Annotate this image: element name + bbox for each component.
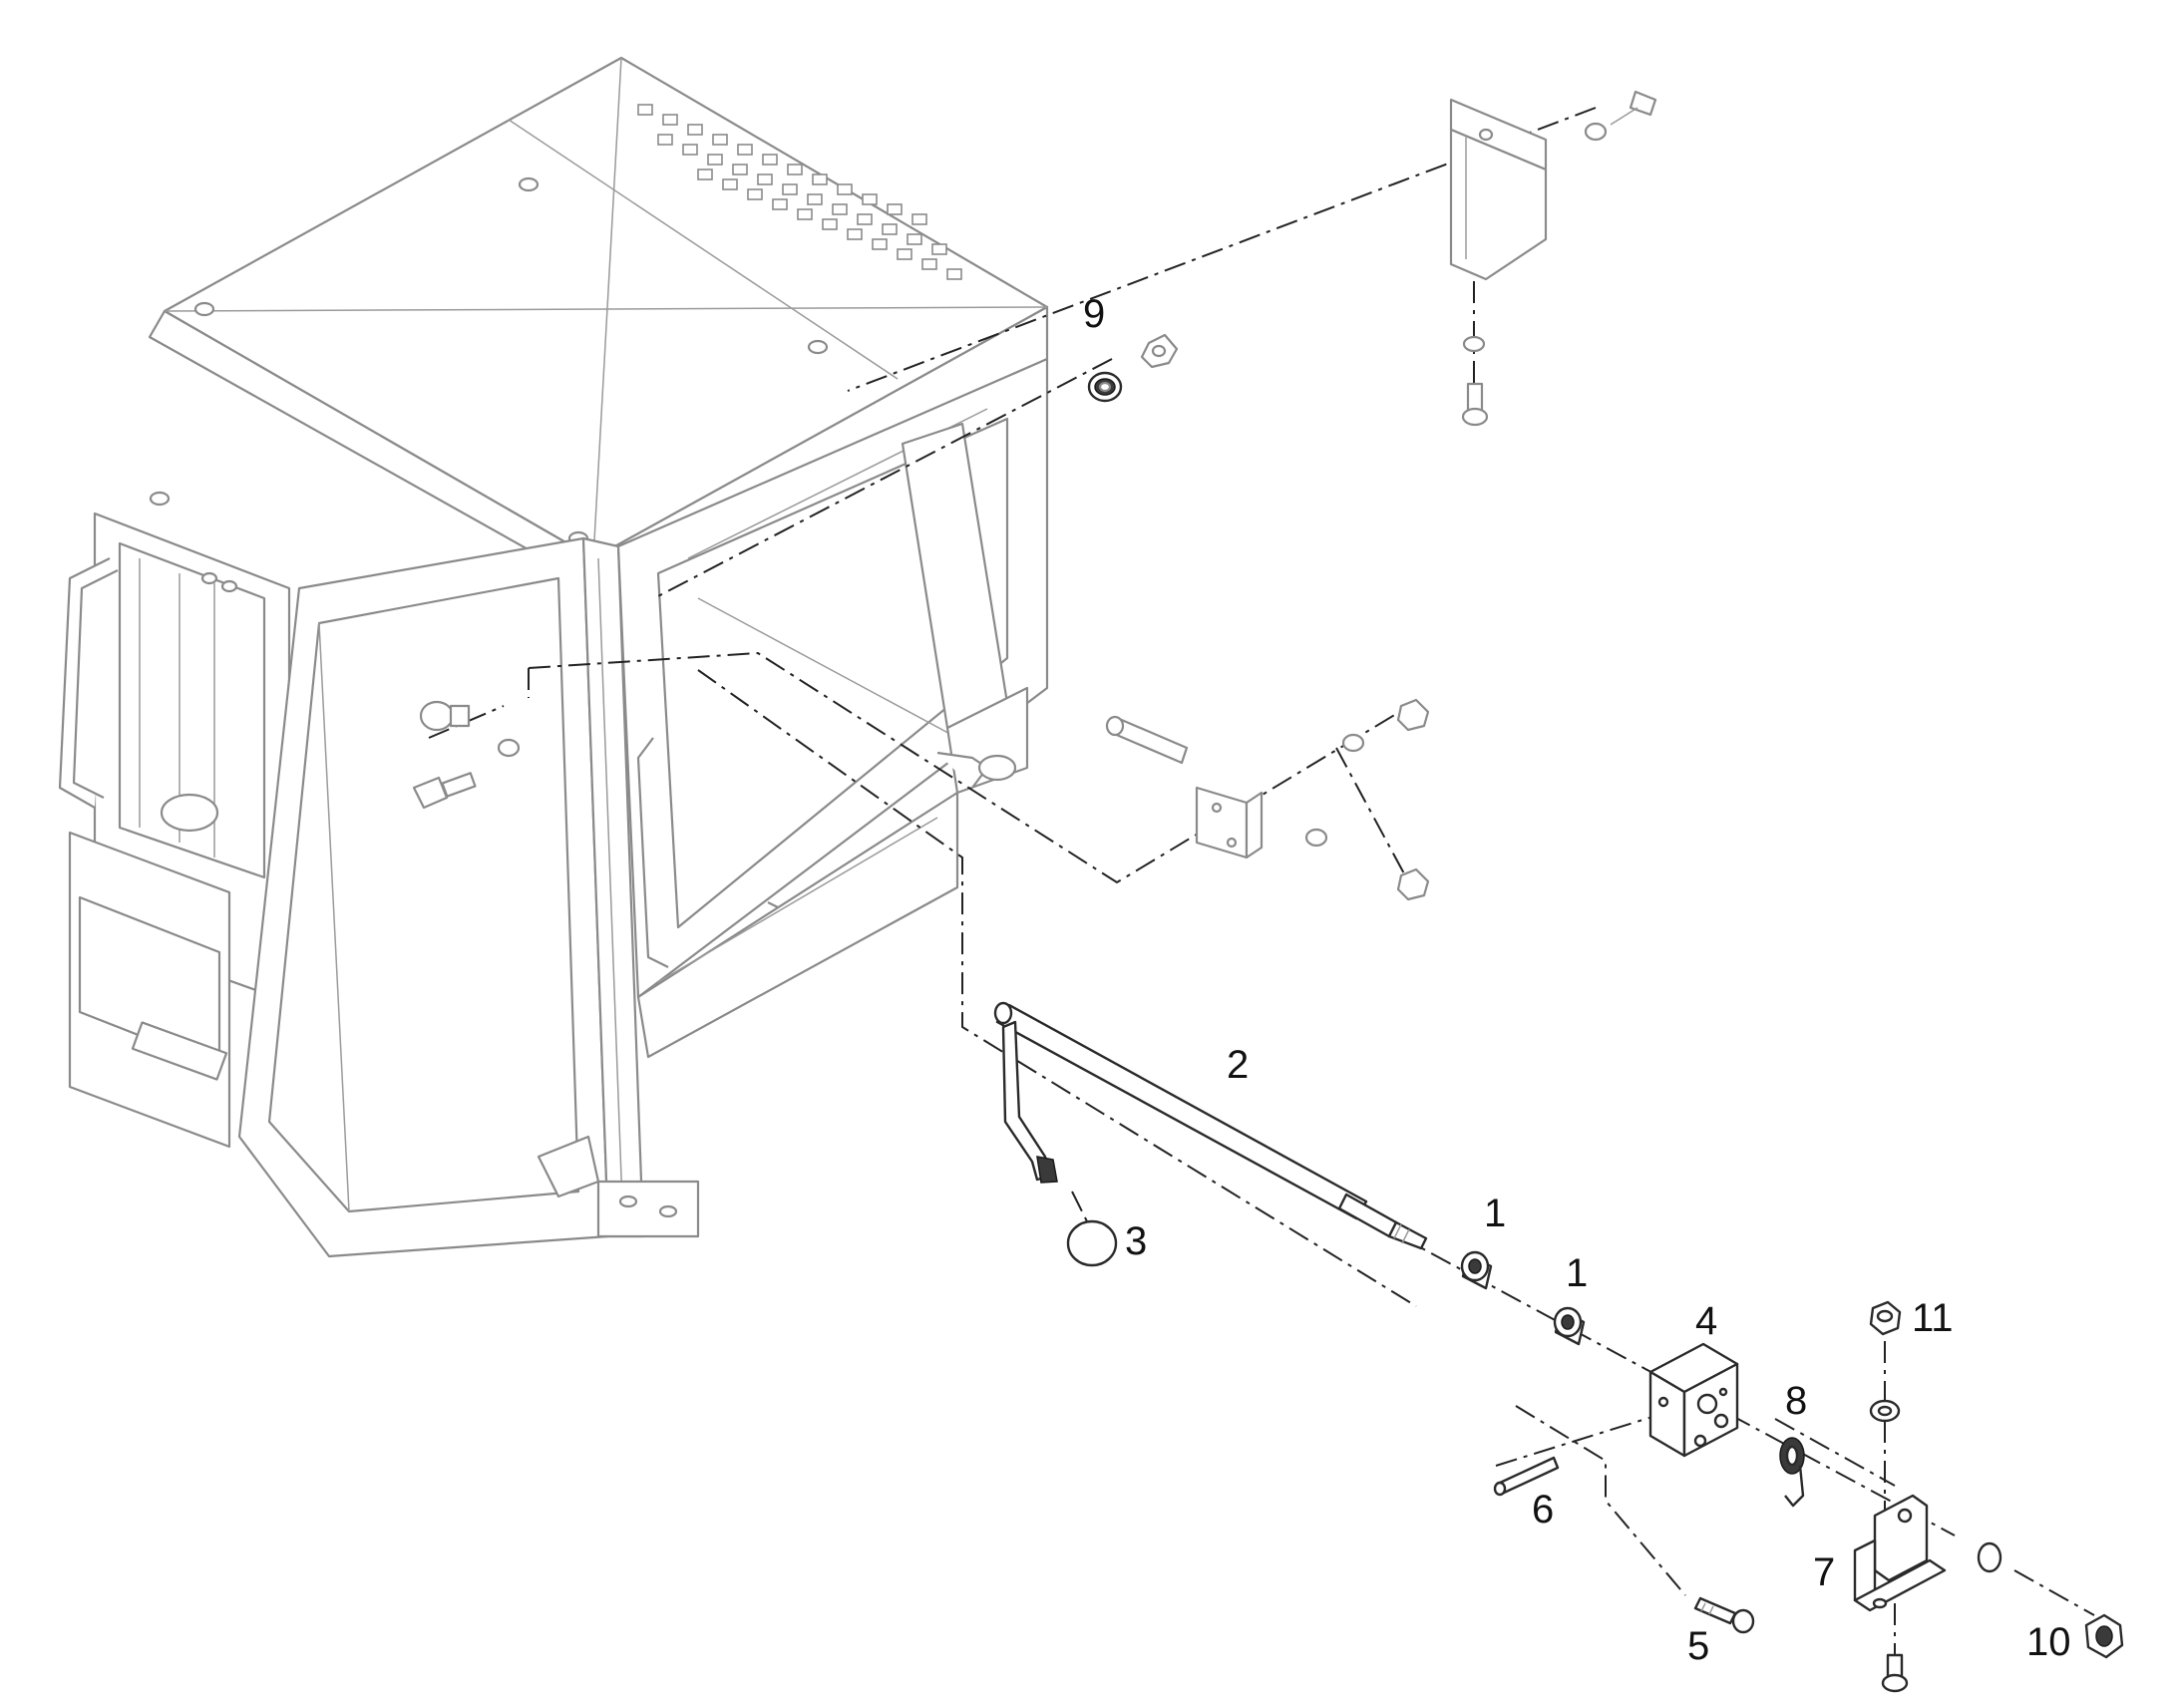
callout-7: 7 — [1813, 1550, 1835, 1594]
callout-1-second: 1 — [1566, 1251, 1588, 1295]
callout-2: 2 — [1227, 1043, 1249, 1087]
part-4-block — [1648, 1342, 1739, 1458]
part-9-washer-nut — [1087, 333, 1179, 403]
lower-bracket-screw — [1461, 382, 1489, 427]
part-10-washer-nut — [1977, 1541, 2124, 1659]
callout-9: 9 — [1083, 292, 1105, 336]
callout-5: 5 — [1687, 1624, 1709, 1668]
callout-11: 11 — [1912, 1296, 1954, 1340]
part-11-nut — [1869, 1300, 1902, 1423]
callout-1-first: 1 — [1484, 1192, 1506, 1235]
part-7-screw — [1881, 1653, 1909, 1693]
part-6-pin — [1493, 1456, 1560, 1497]
callout-labels: 9 2 3 1 1 4 11 8 6 7 5 10 — [1083, 292, 2071, 1668]
part-5-bolt — [1693, 1596, 1755, 1634]
cab-frame — [58, 56, 1049, 1258]
part-8-spring — [1779, 1437, 1805, 1508]
roof-vent-grid — [637, 104, 962, 280]
part-7-bracket — [1853, 1494, 1947, 1693]
callout-4: 4 — [1695, 1299, 1717, 1343]
assembly-lines — [428, 107, 2095, 1655]
callout-6: 6 — [1532, 1488, 1554, 1532]
callout-8: 8 — [1785, 1379, 1807, 1423]
upper-bracket-screw — [1584, 90, 1657, 142]
part-2-rod — [993, 1001, 1428, 1250]
latch-plate-assembly — [1105, 698, 1430, 901]
part-1-bushings — [1460, 1250, 1586, 1346]
part-3-cap — [1066, 1219, 1118, 1267]
cab-mount-screws — [412, 700, 521, 810]
callout-3: 3 — [1125, 1219, 1147, 1263]
callout-10: 10 — [2026, 1620, 2071, 1664]
upper-bracket — [1449, 90, 1657, 427]
